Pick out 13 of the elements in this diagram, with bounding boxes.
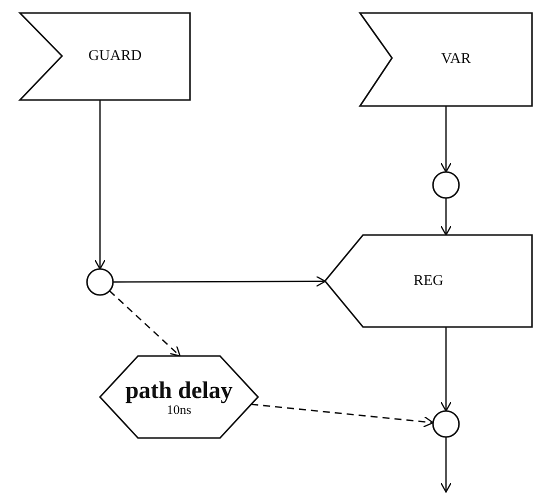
- node-label: VAR: [441, 52, 471, 67]
- dashed-arrow: [109, 290, 181, 357]
- arrow: [94, 100, 106, 270]
- node-label: REG: [414, 274, 444, 288]
- node-label: path delay: [125, 378, 233, 402]
- arrow: [440, 437, 452, 493]
- node-sublabel: 10ns: [166, 402, 192, 416]
- arrow: [113, 276, 326, 287]
- node-label: GUARD: [88, 49, 142, 64]
- arrow: [440, 198, 452, 236]
- arrow: [440, 106, 452, 173]
- arrow: [440, 327, 452, 412]
- dashed-arrow: [251, 404, 434, 428]
